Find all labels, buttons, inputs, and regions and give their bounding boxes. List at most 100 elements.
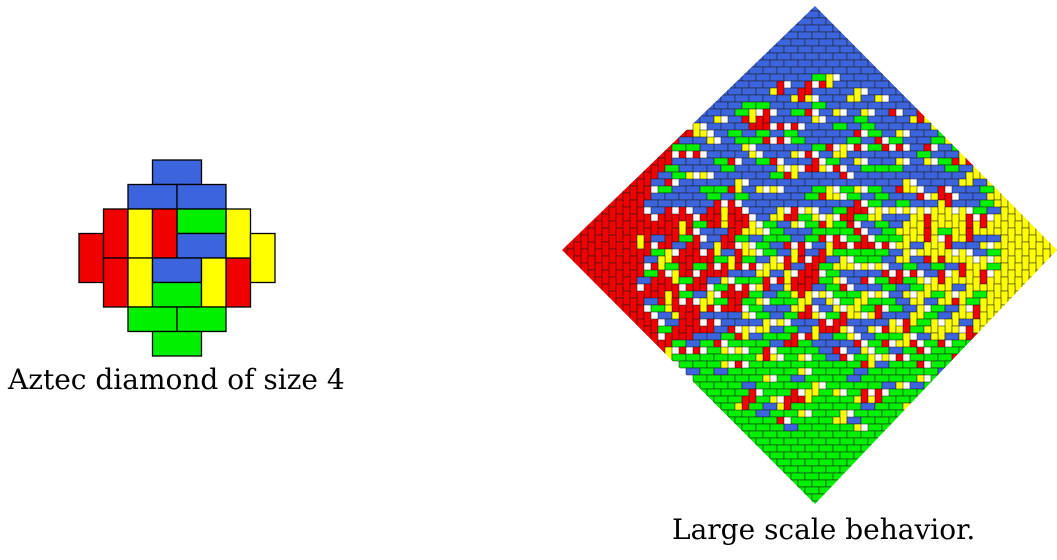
large-domino (622, 178, 631, 194)
large-domino (1000, 66, 1016, 75)
large-domino (706, 164, 722, 173)
large-domino (951, 381, 960, 397)
large-domino (636, 346, 645, 362)
large-domino (643, 339, 652, 355)
large-domino (713, 311, 729, 320)
large-domino (734, 458, 750, 467)
large-domino (888, 318, 897, 334)
large-domino (832, 444, 848, 453)
large-domino (965, 241, 981, 250)
large-domino (706, 80, 722, 89)
large-domino (601, 269, 610, 285)
large-domino (608, 500, 624, 504)
large-domino (699, 493, 715, 502)
large-domino (986, 346, 995, 362)
large-domino (853, 17, 869, 26)
large-domino (1035, 297, 1044, 313)
large-domino (706, 374, 722, 383)
large-domino (937, 213, 946, 229)
large-domino (713, 171, 729, 180)
large-domino (790, 192, 806, 201)
large-domino (951, 101, 967, 110)
large-domino (888, 416, 904, 425)
large-domino (825, 283, 841, 292)
large-domino (783, 73, 799, 82)
large-domino (1021, 437, 1030, 453)
large-domino (769, 409, 785, 418)
large-domino (811, 339, 827, 348)
large-domino (937, 227, 953, 236)
large-domino (608, 80, 617, 96)
large-domino (699, 297, 708, 313)
large-domino (762, 24, 778, 33)
large-domino (692, 416, 708, 425)
large-domino (790, 66, 806, 75)
large-domino (839, 45, 855, 54)
large-domino (713, 353, 729, 362)
large-domino (1042, 388, 1051, 404)
large-domino (874, 178, 890, 187)
large-domino (986, 430, 1002, 439)
large-domino (902, 10, 918, 19)
large-domino (979, 297, 988, 313)
large-domino (622, 500, 638, 504)
large-domino (601, 115, 610, 131)
large-domino (562, 255, 568, 271)
large-domino (783, 157, 799, 166)
large-domino (909, 241, 925, 250)
large-domino (1049, 479, 1057, 495)
large-domino (1035, 493, 1051, 502)
large-domino (825, 241, 834, 257)
large-domino (643, 395, 652, 411)
large-domino (636, 150, 645, 166)
large-domino (699, 311, 715, 320)
large-domino (776, 150, 792, 159)
large-domino (1049, 465, 1057, 481)
large-domino (650, 458, 666, 467)
large-domino (909, 199, 925, 208)
large-domino (706, 38, 722, 47)
large-domino (615, 73, 624, 89)
large-domino (636, 402, 645, 418)
large-domino (1028, 500, 1044, 504)
large-domino (790, 416, 806, 425)
large-domino (881, 381, 897, 390)
large-domino (692, 24, 708, 33)
large-domino (643, 185, 652, 201)
large-domino (755, 115, 764, 131)
large-domino (671, 437, 687, 446)
large-domino (1021, 339, 1030, 355)
large-domino (706, 388, 722, 397)
large-domino (573, 479, 582, 495)
large-domino (594, 122, 603, 138)
large-domino (867, 115, 883, 124)
large-domino (727, 73, 743, 82)
large-domino (1049, 339, 1057, 355)
large-domino (1021, 227, 1030, 243)
large-domino (1014, 24, 1030, 33)
large-domino (1007, 367, 1016, 383)
large-domino (685, 395, 701, 404)
large-domino (811, 31, 827, 40)
large-domino (867, 465, 883, 474)
large-domino (755, 87, 771, 96)
large-domino (664, 374, 673, 390)
large-domino (881, 311, 897, 320)
large-domino (937, 493, 953, 502)
large-domino (881, 31, 897, 40)
large-domino (643, 143, 652, 159)
large-domino (930, 346, 946, 355)
large-domino (790, 38, 806, 47)
large-domino (615, 59, 624, 75)
large-domino (562, 31, 568, 47)
large-domino (1028, 66, 1037, 82)
large-domino (853, 115, 869, 124)
large-domino (615, 6, 631, 12)
large-domino (713, 87, 729, 96)
large-domino (734, 500, 750, 504)
large-domino (1014, 52, 1030, 61)
large-domino (608, 262, 617, 278)
large-domino (587, 311, 596, 327)
large-domino (1007, 143, 1016, 159)
large-domino (678, 374, 687, 390)
